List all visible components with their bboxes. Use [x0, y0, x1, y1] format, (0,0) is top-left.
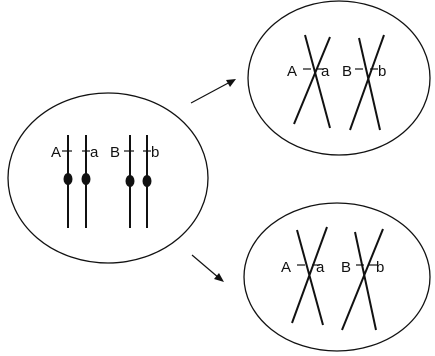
top-right-pair-b: B b — [342, 34, 386, 131]
bottom-right-chromatid-3 — [341, 228, 384, 331]
centromere-b — [142, 175, 152, 187]
chromosome-pair-a: A a — [51, 135, 99, 228]
bottom-right-label-b: b — [376, 259, 384, 276]
left-label-b: b — [151, 144, 159, 161]
bottom-right-chromatid-4 — [354, 231, 377, 331]
bottom-right-pair-b: B b — [341, 228, 384, 331]
top-right-chromatid-4 — [358, 37, 381, 131]
left-label-a: a — [90, 144, 99, 161]
bottom-right-chromatid-2 — [296, 229, 324, 326]
top-right-label-A: A — [287, 63, 297, 80]
centromere-a — [81, 173, 91, 185]
top-right-chromatid-3 — [349, 34, 385, 131]
bottom-right-pair-a: A a — [281, 226, 328, 326]
bottom-right-cell-outline — [243, 202, 431, 352]
left-cell: A a B b — [7, 92, 209, 264]
top-right-cell: A a B b — [247, 0, 431, 156]
bottom-right-cell: A a B b — [243, 202, 431, 352]
top-right-chromatid-2 — [304, 34, 331, 129]
arrowhead-down-right — [214, 273, 224, 282]
bottom-right-label-B: B — [341, 259, 351, 276]
arrow-up-right — [190, 79, 236, 104]
top-right-label-B: B — [342, 63, 352, 80]
left-cell-outline — [7, 92, 209, 264]
left-label-B: B — [110, 144, 120, 161]
top-right-pair-a: A a — [287, 34, 331, 129]
top-right-chromatid-1 — [293, 36, 331, 125]
bottom-right-label-A: A — [281, 259, 291, 276]
centromere-A — [63, 173, 73, 185]
top-right-cell-outline — [247, 0, 431, 156]
top-right-label-b: b — [378, 63, 386, 80]
chromosome-pair-b: B b — [110, 135, 159, 228]
arrowhead-up-right — [226, 79, 236, 87]
bottom-right-label-a: a — [316, 259, 325, 276]
centromere-B — [125, 175, 135, 187]
top-right-label-a: a — [321, 63, 330, 80]
left-label-A: A — [51, 144, 61, 161]
arrow-down-right — [191, 254, 224, 282]
